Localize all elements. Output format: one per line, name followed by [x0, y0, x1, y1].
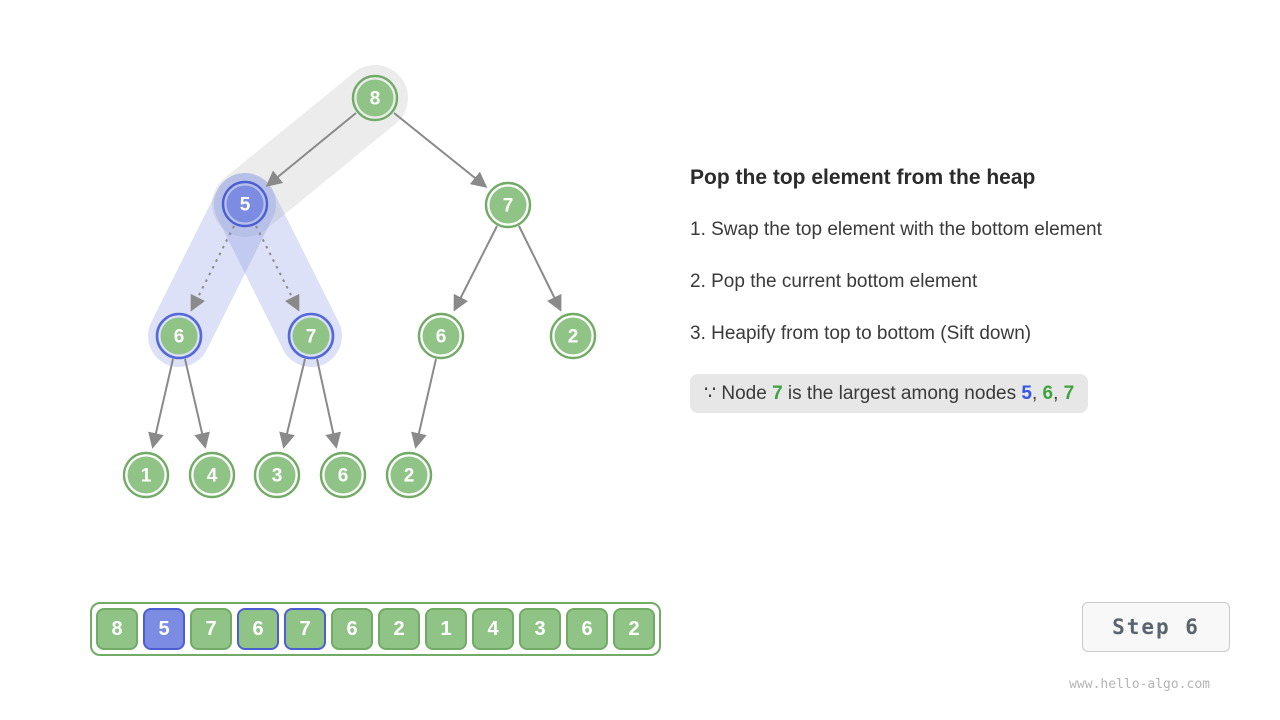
tree-node: 6 — [155, 312, 203, 360]
tree-edge — [184, 358, 210, 449]
tree-node: 6 — [319, 451, 367, 499]
panel-step-1: 1. Swap the top element with the bottom … — [690, 219, 1102, 240]
panel-title: Pop the top element from the heap — [690, 166, 1036, 189]
node-value: 6 — [338, 466, 349, 487]
node-value: 1 — [141, 466, 152, 487]
tree-node: 7 — [287, 312, 335, 360]
node-value: 2 — [568, 327, 579, 348]
panel-step-3: 3. Heapify from top to bottom (Sift down… — [690, 323, 1032, 344]
tree-edge — [518, 225, 562, 312]
array-cell: 6 — [331, 608, 373, 650]
node-value: 4 — [207, 466, 218, 487]
node-value: 7 — [306, 327, 317, 348]
note-node-7: 7 — [772, 383, 783, 404]
note-node-7b: 7 — [1063, 383, 1075, 404]
note-box: ∵ Node 7 is the largest among nodes 5, 6… — [690, 374, 1089, 413]
array-cell: 5 — [143, 608, 185, 650]
tree-edge — [279, 358, 306, 449]
panel-step-2: 2. Pop the current bottom element — [690, 271, 978, 292]
tree-node: 4 — [188, 451, 236, 499]
array-cell: 4 — [472, 608, 514, 650]
array-cell: 7 — [190, 608, 232, 650]
array-cell: 8 — [96, 608, 138, 650]
array-cell: 3 — [519, 608, 561, 650]
tree-node: 1 — [122, 451, 170, 499]
tree-node: 6 — [417, 312, 465, 360]
tree-node: 2 — [385, 451, 433, 499]
heap-tree: 8 5 7 6 7 6 2 1 — [122, 65, 597, 499]
heap-array: 8 5 7 6 7 6 2 1 4 3 6 2 — [90, 602, 661, 656]
node-value: 3 — [272, 466, 283, 487]
note-node-5: 5 — [1021, 383, 1032, 404]
tree-edge — [393, 112, 488, 188]
step-badge: Step 6 — [1082, 602, 1230, 652]
tree-edge — [453, 225, 498, 312]
node-value: 2 — [404, 466, 415, 487]
tree-edge — [148, 358, 174, 449]
tree-node: 3 — [253, 451, 301, 499]
tree-node: 8 — [351, 74, 399, 122]
node-value: 5 — [240, 195, 251, 216]
tree-edge — [265, 112, 357, 187]
array-cell: 6 — [566, 608, 608, 650]
array-cell: 2 — [378, 608, 420, 650]
note-sep-1: , — [1031, 383, 1043, 404]
tree-edge-dotted — [255, 225, 300, 312]
tree-node: 5 — [221, 180, 269, 228]
note-node-6: 6 — [1042, 383, 1054, 404]
tree-node: 2 — [549, 312, 597, 360]
node-value: 8 — [370, 89, 381, 110]
note-sep-2: , — [1053, 383, 1064, 404]
tree-node: 7 — [484, 181, 532, 229]
array-cell: 6 — [237, 608, 279, 650]
node-value: 6 — [436, 327, 447, 348]
note-middle: is the largest among nodes — [782, 383, 1022, 404]
watermark: www.hello-algo.com — [1069, 677, 1210, 692]
explanation-panel: Pop the top element from the heap 1. Swa… — [690, 166, 1230, 413]
tree-edge — [411, 358, 437, 449]
node-value: 6 — [174, 327, 185, 348]
tree-edge-dotted — [190, 225, 235, 312]
note-prefix: ∵ Node — [704, 383, 773, 404]
array-cell: 1 — [425, 608, 467, 650]
node-value: 7 — [503, 196, 514, 217]
array-cell: 7 — [284, 608, 326, 650]
array-cell: 2 — [613, 608, 655, 650]
tree-edge — [316, 358, 342, 449]
